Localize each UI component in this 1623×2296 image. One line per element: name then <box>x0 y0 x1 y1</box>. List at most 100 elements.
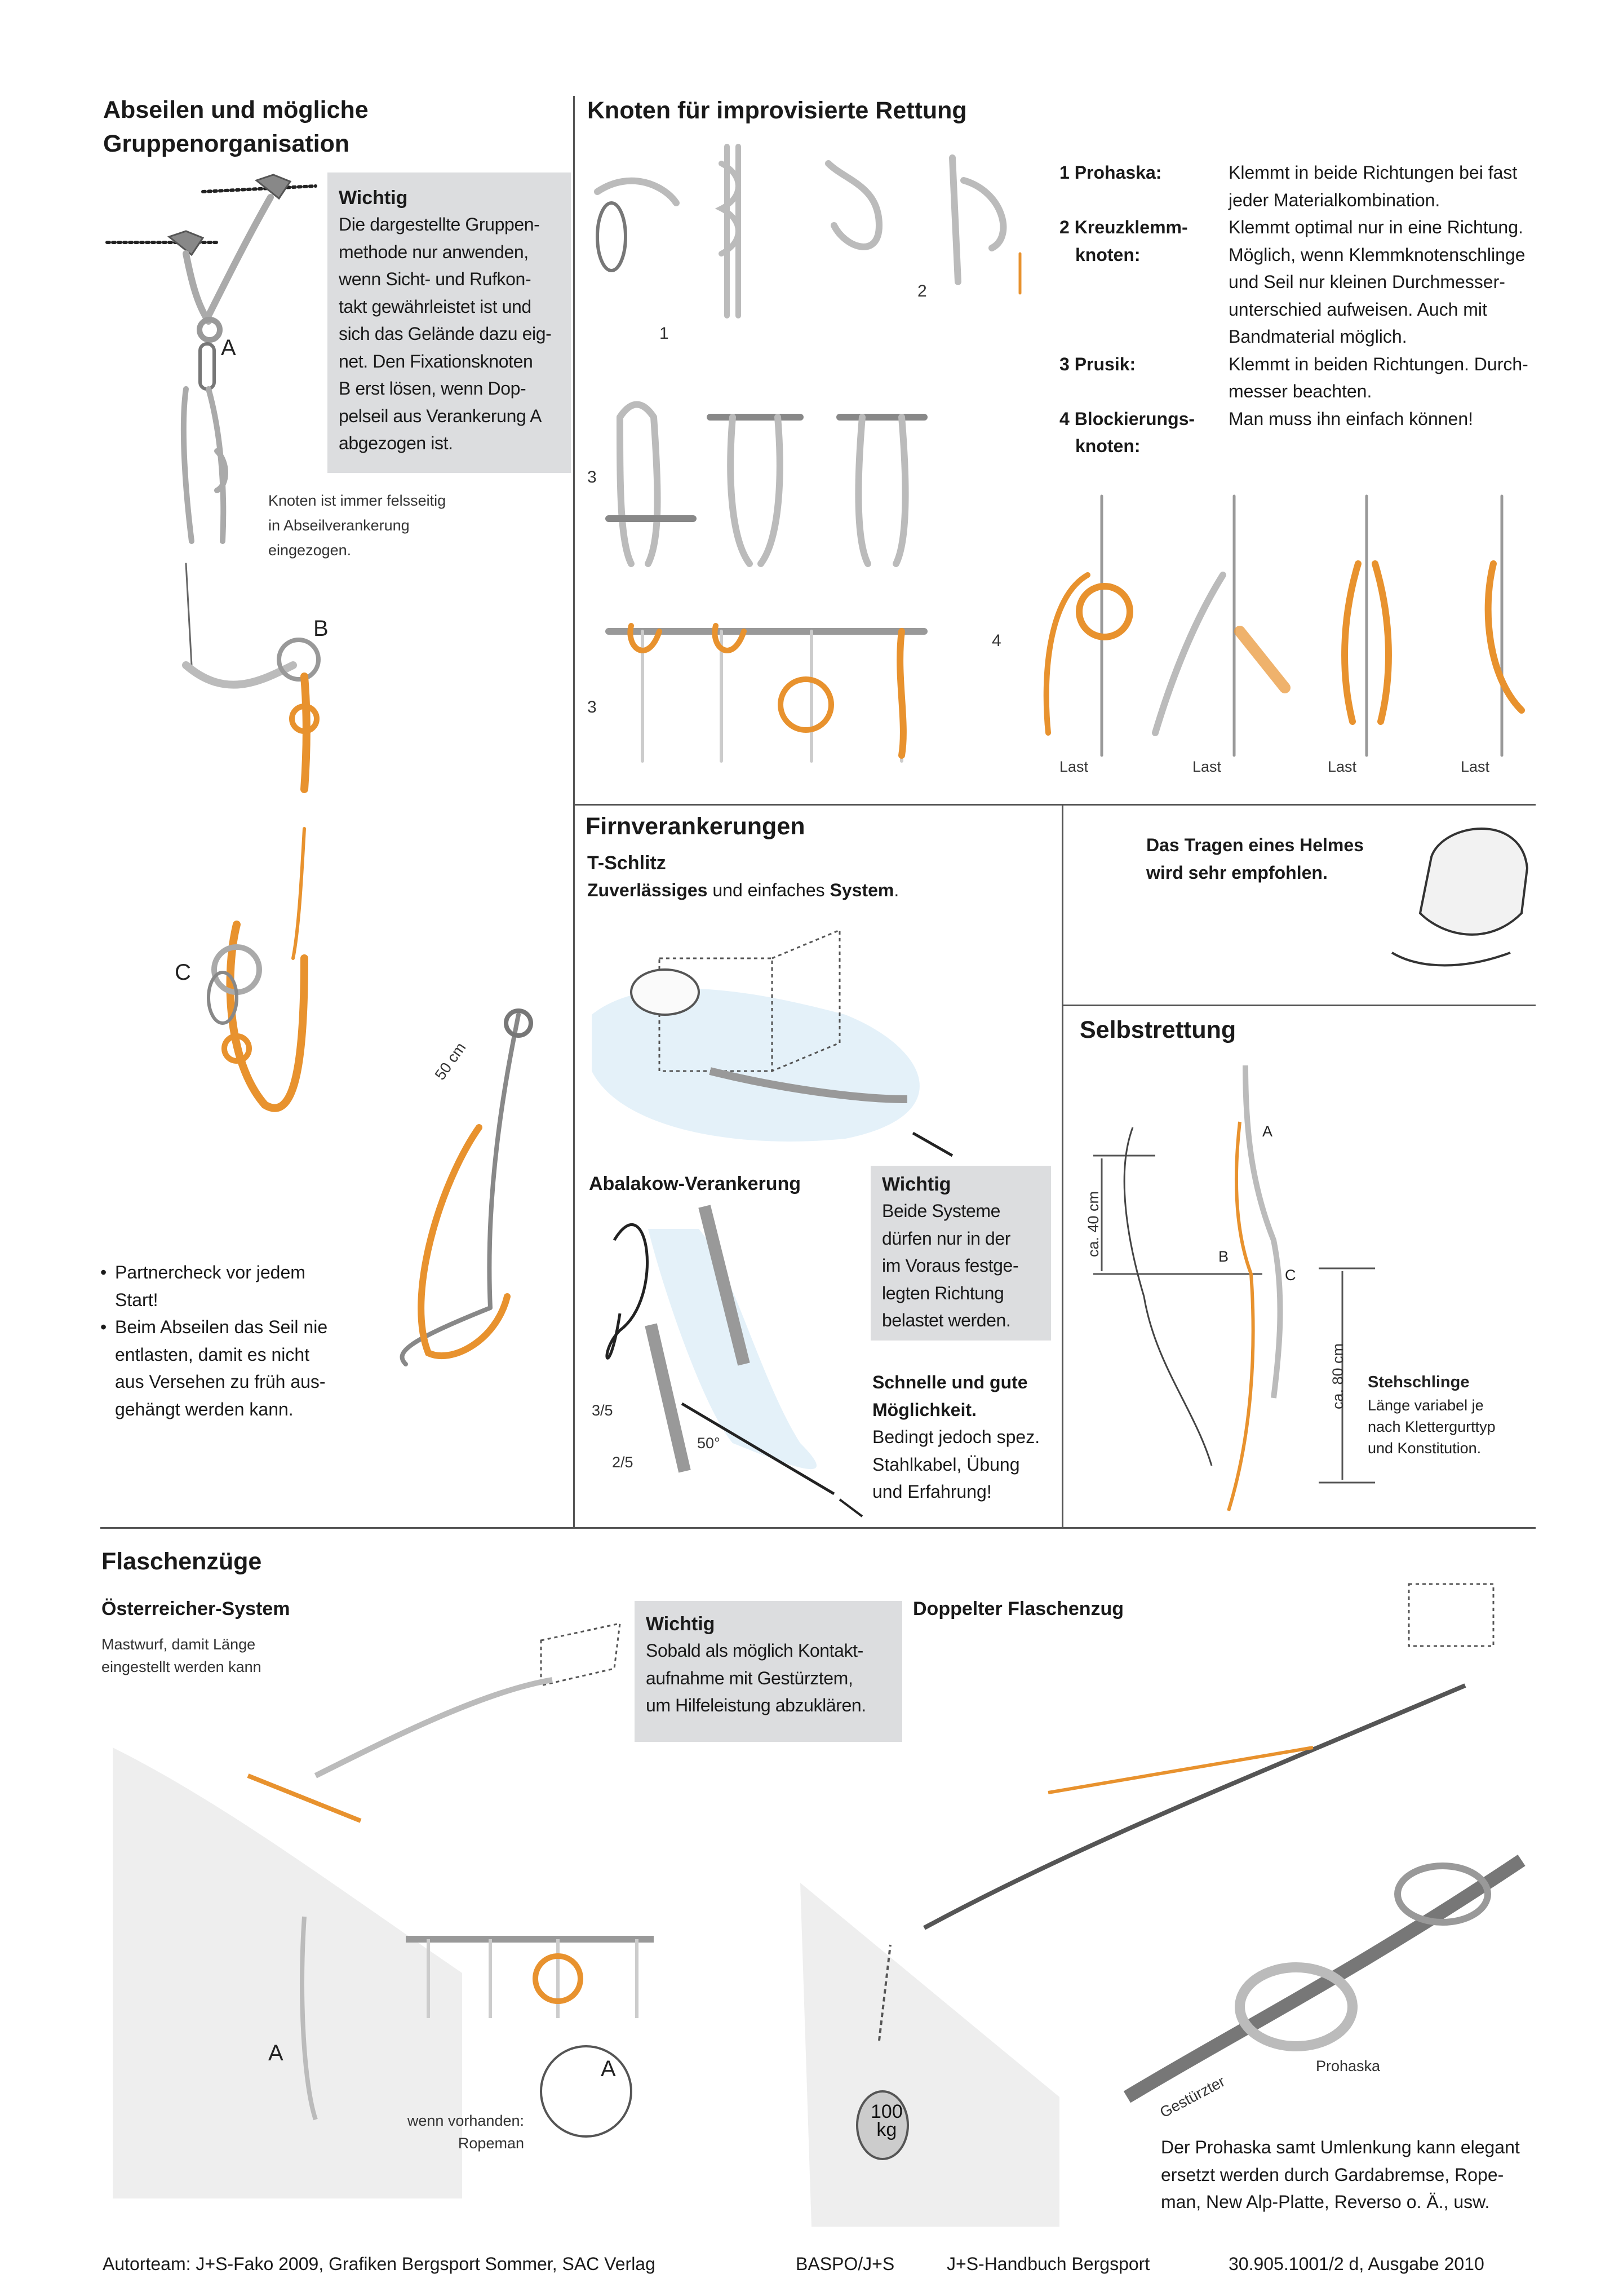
pulley-illustration <box>113 1583 1526 2227</box>
text-line: man, New Alp-Platte, Reverso o. Ä., usw. <box>1161 2192 1490 2212</box>
column-divider <box>1062 804 1063 1528</box>
title-line: Abseilen und mögliche <box>103 96 369 123</box>
text-line: Man muss ihn einfach können! <box>1229 408 1474 429</box>
mastwurf-note: Mastwurf, damit Länge eingestellt werden… <box>101 1633 261 1678</box>
text-line: Das Tragen eines Helmes <box>1146 835 1364 855</box>
text-line: in Abseilverankerung <box>268 517 410 534</box>
term: 1 Prohaska: <box>1059 159 1229 214</box>
text-line: Länge variabel je <box>1368 1397 1484 1414</box>
text-line: Ropeman <box>458 2135 524 2152</box>
text-line: aufnahme mit Gestürztem, <box>646 1667 853 1688</box>
helmet-person-illustration <box>1391 828 1529 967</box>
text-line: Beide Systeme <box>882 1201 1001 1221</box>
text-line: takt gewährleistet ist und <box>339 296 531 317</box>
fraction-label: 3/5 <box>592 1402 613 1419</box>
text-line: unterschied aufweisen. Auch mit <box>1229 299 1487 320</box>
wichtig-heading: Wichtig <box>339 187 408 209</box>
angle-label: 50° <box>697 1435 720 1452</box>
section-title-firn: Firnverankerungen <box>586 813 805 840</box>
section-title-selbstrettung: Selbstrettung <box>1080 1016 1236 1043</box>
text-line: und Erfahrung! <box>872 1481 992 1502</box>
text-line: 1 Prohaska: <box>1059 162 1162 183</box>
text-line: Der Prohaska samt Umlenkung kann elegant <box>1161 2137 1520 2157</box>
bullet-item: Partnercheck vor jedem Start! <box>100 1259 360 1313</box>
footer-book: J+S-Handbuch Bergsport <box>947 2254 1150 2274</box>
figure-number: 3 <box>587 698 597 716</box>
label-c: C <box>175 960 191 985</box>
self-rescue-illustration <box>1093 1065 1375 1511</box>
text-line: dürfen nur in der <box>882 1228 1011 1249</box>
wichtig-heading: Wichtig <box>882 1174 951 1195</box>
section-divider <box>1062 1005 1536 1006</box>
tschlitz-desc: Zuverlässiges und einfaches System. <box>587 877 899 904</box>
description: Klemmt optimal nur in eine Richtung.Mögl… <box>1229 214 1600 351</box>
firn-anchor-illustration <box>592 928 954 1518</box>
text-line: Die dargestellte Gruppen- <box>339 214 540 235</box>
knot-definitions: 1 Prohaska: Klemmt in beide Richtungen b… <box>1059 159 1600 460</box>
load-label: Last <box>1461 758 1490 775</box>
text-line: wird sehr empfohlen. <box>1146 862 1328 883</box>
text-line: 100 <box>871 2101 903 2122</box>
text-line: belastet werden. <box>882 1310 1011 1330</box>
text-line: gehängt werden kann. <box>115 1399 294 1419</box>
dimension-label: ca. 80 cm <box>1329 1343 1346 1409</box>
figure-number: 3 <box>587 468 597 486</box>
label-a: A <box>601 2056 616 2081</box>
load-label: Last <box>1328 758 1357 775</box>
text-line: eingestellt werden kann <box>101 1658 261 1675</box>
bold-text: Zuverlässiges <box>587 880 708 900</box>
fraction-label: 2/5 <box>612 1454 633 1471</box>
text-line: entlasten, damit es nicht <box>115 1344 310 1365</box>
wichtig-heading: Wichtig <box>646 1613 715 1635</box>
text-line: Sobald als möglich Kontakt- <box>646 1640 863 1661</box>
text-line: abgezogen ist. <box>339 433 453 453</box>
knot-illustrations <box>594 144 1525 763</box>
load-label: Last <box>1192 758 1222 775</box>
text-line: knoten: <box>1075 244 1141 265</box>
abseil-anchor-illustration <box>105 174 533 1366</box>
text-line: Stahlkabel, Übung <box>872 1454 1020 1475</box>
text-line: sich das Gelände dazu eig- <box>339 324 552 344</box>
section-title-knoten: Knoten für improvisierte Rettung <box>587 97 967 124</box>
text-line: knoten: <box>1075 436 1141 456</box>
bold-text: System <box>830 880 894 900</box>
text-line: Beim Abseilen das Seil nie <box>115 1317 328 1337</box>
definition-blockierungsknoten: 4 Blockierungs-knoten: Man muss ihn einf… <box>1059 405 1600 460</box>
label-b: B <box>1218 1248 1229 1265</box>
text-line: kg <box>876 2119 897 2140</box>
text-line: um Hilfeleistung abzuklären. <box>646 1695 866 1715</box>
wichtig-box-abseilen: Wichtig Die dargestellte Gruppen- method… <box>327 172 571 473</box>
text-line: und Seil nur kleinen Durchmesser- <box>1229 272 1505 292</box>
text-line: Stehschlinge <box>1368 1373 1470 1391</box>
abalakow-note: Schnelle und gute Möglichkeit. Bedingt j… <box>872 1369 1040 1506</box>
text-line: legten Richtung <box>882 1282 1004 1303</box>
text-line: B erst lösen, wenn Dop- <box>339 378 526 399</box>
term: 2 Kreuzklemm-knoten: <box>1059 214 1229 351</box>
definition-kreuzklemmknoten: 2 Kreuzklemm-knoten: Klemmt optimal nur … <box>1059 214 1600 351</box>
text-line: Bandmaterial möglich. <box>1229 326 1407 347</box>
description: Man muss ihn einfach können! <box>1229 405 1600 460</box>
term: 4 Blockierungs-knoten: <box>1059 405 1229 460</box>
abalakow-heading: Abalakow-Verankerung <box>589 1173 801 1195</box>
definition-prusik: 3 Prusik: Klemmt in beiden Richtungen. D… <box>1059 351 1600 405</box>
text-line: Klemmt optimal nur in eine Richtung. <box>1229 217 1523 237</box>
text-line: Klemmt in beide Richtungen bei fast <box>1229 162 1518 183</box>
text-line: pelseil aus Verankerung A <box>339 405 542 426</box>
text-line: wenn vorhanden: <box>407 2112 524 2129</box>
text-line: 3 Prusik: <box>1059 353 1136 374</box>
figure-number: 1 <box>659 324 669 343</box>
text-line: aus Versehen zu früh aus- <box>115 1372 326 1392</box>
wichtig-text: Beide Systeme dürfen nur in der im Vorau… <box>882 1197 1043 1334</box>
prohaska-label: Prohaska <box>1316 2058 1381 2074</box>
footer-credits: Autorteam: J+S-Fako 2009, Grafiken Bergs… <box>103 2254 655 2274</box>
dimension-label: ca. 40 cm <box>1085 1191 1102 1257</box>
wichtig-text: Die dargestellte Gruppen- methode nur an… <box>339 211 563 457</box>
description: Klemmt in beiden Richtungen. Durch-messe… <box>1229 351 1600 405</box>
prohaska-note: Der Prohaska samt Umlenkung kann elegant… <box>1161 2134 1520 2216</box>
section-title-abseilen: Abseilen und mögliche Gruppenorganisatio… <box>103 93 369 161</box>
text-line: Knoten ist immer felsseitig <box>268 492 446 509</box>
label-b: B <box>313 616 329 641</box>
label-a: A <box>268 2041 283 2065</box>
text-line: wenn Sicht- und Rufkon- <box>339 269 531 289</box>
